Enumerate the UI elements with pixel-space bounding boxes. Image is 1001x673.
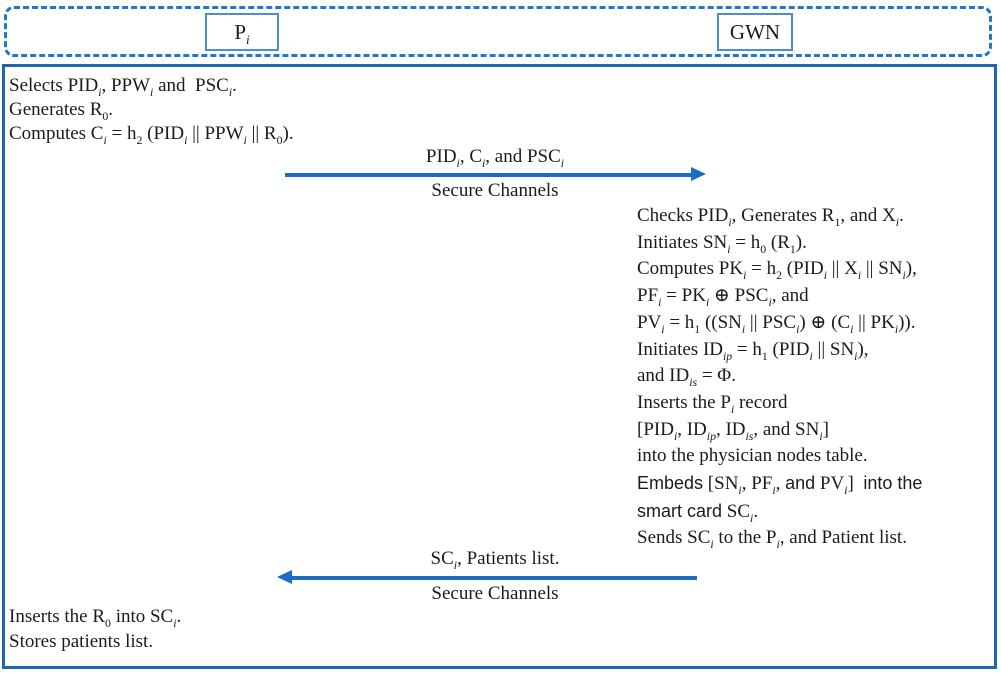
- text-line: Computes PKi = h2 (PIDi || Xi || SNi),: [637, 258, 917, 283]
- text-line: Stores patients list.: [9, 631, 154, 652]
- text-line: Generates R0.: [9, 99, 114, 123]
- text-line: Computes Ci = h2 (PIDi || PPWi || R0).: [9, 123, 294, 147]
- text-line: Inserts the Pi record: [637, 391, 788, 416]
- message2-arrow-line: [292, 576, 697, 580]
- actor-pi-box: Pi: [205, 13, 279, 51]
- text-line: Sends SCi to the Pi, and Patient list.: [637, 527, 907, 552]
- actor-gwn-label: GWN: [729, 19, 781, 44]
- message1-channel-label: Secure Channels: [431, 180, 559, 201]
- text-line: and IDis = Φ.: [637, 365, 736, 390]
- message1-payload-label: PIDi, Ci, and PSCi: [425, 146, 565, 170]
- pi-registration-steps: Selects PIDi, PPWi and PSCi.Generates R0…: [9, 74, 294, 146]
- text-line: smart card SCi.: [637, 500, 759, 525]
- text-line: PVi = h1 ((SNi || PSCi) ⊕ (Ci || PKi)).: [637, 311, 916, 336]
- actor-pi-label: Pi: [234, 19, 250, 47]
- message2-channel-label: Secure Channels: [431, 583, 559, 604]
- text-line: [PIDi, IDip, IDis, and SNi]: [637, 418, 829, 443]
- left-arrowhead-icon: [277, 570, 292, 584]
- text-line: Selects PIDi, PPWi and PSCi.: [9, 75, 237, 99]
- text-line: Initiates SNi = h0 (R1).: [637, 231, 807, 256]
- gwn-processing-steps: Checks PIDi, Generates R1, and Xi.Initia…: [637, 203, 995, 552]
- pi-final-steps: Inserts the R0 into SCi.Stores patients …: [9, 604, 181, 654]
- message1-arrow-line: [285, 173, 693, 177]
- actor-gwn-box: GWN: [717, 13, 793, 51]
- message2-payload-label: SCi, Patients list.: [430, 548, 560, 572]
- text-line: Initiates IDip = h1 (PIDi || SNi),: [637, 338, 869, 363]
- text-line: Inserts the R0 into SCi.: [9, 606, 182, 630]
- text-line: PFi = PKi ⊕ PSCi, and: [637, 285, 809, 309]
- text-line: into the physician nodes table.: [637, 445, 868, 467]
- right-arrowhead-icon: [691, 167, 706, 181]
- text-line: Checks PIDi, Generates R1, and Xi.: [637, 205, 904, 229]
- text-line: Embeds [SNi, PFi, and PVi] into the: [637, 473, 923, 497]
- actors-header-box: [4, 6, 992, 57]
- protocol-body-box: [2, 64, 997, 669]
